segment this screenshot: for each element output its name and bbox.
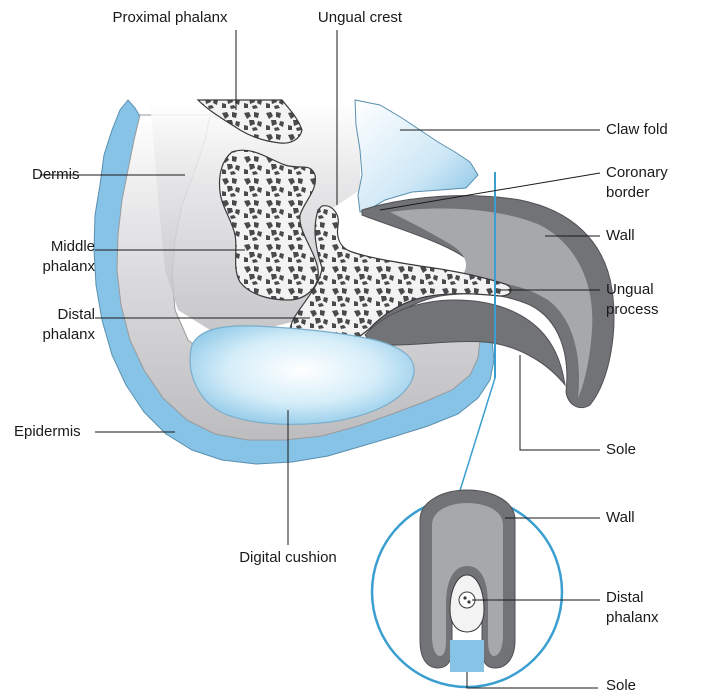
label-distal-phalanx-1: Distal [10,305,95,325]
label-ungual-crest: Ungual crest [300,8,420,28]
label-proximal-phalanx: Proximal phalanx [95,8,245,28]
label-distal-phalanx-2: phalanx [10,325,95,345]
bone-dot [467,600,470,603]
label-ungual-process-1: Ungual [606,280,654,300]
label-dermis: Dermis [32,165,80,185]
claw-section [94,100,614,464]
label-coronary-border-1: Coronary [606,163,668,183]
label-ungual-process-2: process [606,300,659,320]
label-inset-distal-phalanx-2: phalanx [606,608,659,628]
label-middle-phalanx-2: phalanx [10,257,95,277]
bone-dot [463,596,466,599]
label-middle-phalanx-1: Middle [10,237,95,257]
label-claw-fold: Claw fold [606,120,668,140]
label-epidermis: Epidermis [14,422,81,442]
label-inset-distal-phalanx-1: Distal [606,588,644,608]
label-sole: Sole [606,440,636,460]
label-wall: Wall [606,226,635,246]
label-digital-cushion: Digital cushion [200,548,376,568]
label-inset-wall: Wall [606,508,635,528]
label-inset-sole: Sole [606,676,636,696]
inset-sole [450,640,484,672]
label-coronary-border-2: border [606,183,649,203]
